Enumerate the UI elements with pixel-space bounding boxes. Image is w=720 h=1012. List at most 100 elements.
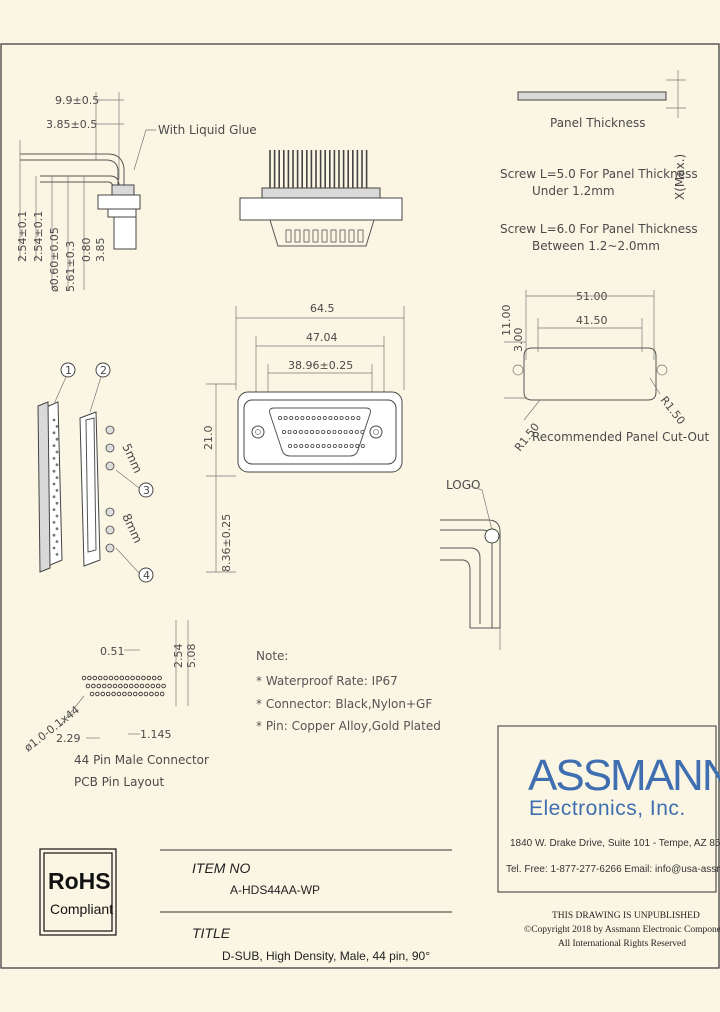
front-pin <box>298 429 303 434</box>
screw <box>105 525 115 535</box>
company-block: ASSMANN Electronics, Inc. 1840 W. Drake … <box>497 725 720 949</box>
notes-heading: Note: <box>256 649 288 663</box>
front-pin <box>311 415 316 420</box>
dim-0-60: ø0.60±0.05 <box>48 227 61 292</box>
contact-slot <box>321 229 328 243</box>
screw <box>105 443 115 453</box>
pin-dot <box>55 527 59 531</box>
pcb-hole <box>149 691 154 697</box>
contact-slot <box>339 229 346 243</box>
callout-2: 2 <box>100 364 107 377</box>
front-pin <box>349 443 354 448</box>
pcb-hole <box>97 675 103 681</box>
pcb-hole <box>127 691 133 697</box>
front-pin <box>338 443 343 448</box>
pcb-hole <box>118 683 123 689</box>
pcb-hole <box>95 691 100 697</box>
pin-dot <box>52 495 56 499</box>
front-pin <box>287 429 292 434</box>
top-view <box>239 150 403 247</box>
front-pin <box>328 415 333 420</box>
pcb-hole <box>132 691 138 697</box>
screw <box>105 507 115 517</box>
company-name: ASSMANN <box>528 751 720 800</box>
contact-slot <box>303 229 310 243</box>
pcb-hole <box>100 691 106 697</box>
front-pin <box>360 429 365 434</box>
front-pin <box>315 429 320 434</box>
pcb-hole <box>122 691 127 697</box>
front-pin <box>337 429 342 434</box>
pcb-hole <box>159 691 165 697</box>
dim-0-51: 0.51 <box>100 645 125 658</box>
front-pin <box>332 429 337 434</box>
front-pin <box>299 443 304 448</box>
front-view: 64.5 47.04 38.96±0.25 21.0 8.36±0.25 <box>202 302 405 573</box>
legal-line-3: All International Rights Reserved <box>558 939 686 949</box>
front-pin <box>304 429 309 434</box>
pcb-hole <box>161 683 166 689</box>
dim-5mm: 5mm <box>119 441 145 475</box>
glue-label: With Liquid Glue <box>158 123 257 137</box>
front-pin <box>349 429 354 434</box>
screw2-line1: Screw L=6.0 For Panel Thickness <box>500 222 698 236</box>
pcb-hole <box>134 683 139 689</box>
pcb-hole <box>143 691 149 697</box>
front-pin <box>332 443 337 448</box>
callout-1: 1 <box>65 364 72 377</box>
company-address: 1840 W. Drake Drive, Suite 101 - Tempe, … <box>510 838 720 849</box>
front-pin <box>327 443 332 448</box>
note-2: * Connector: Black,Nylon+GF <box>256 697 432 711</box>
callout-3: 3 <box>143 484 150 497</box>
front-pin <box>293 429 298 434</box>
front-pin <box>326 429 331 434</box>
screw1-line2: Under 1.2mm <box>532 184 615 198</box>
pin-dot <box>55 501 59 505</box>
pin-dot <box>52 469 56 473</box>
pin-dot <box>52 482 56 486</box>
notes: Note: * Waterproof Rate: IP67 * Connecto… <box>256 649 441 733</box>
dim-2-29: 2.29 <box>56 732 81 745</box>
contact-slot <box>357 229 364 243</box>
dim-3-00: 3.00 <box>512 328 525 353</box>
dim-1-145: 1.145 <box>140 728 172 741</box>
pcb-hole <box>91 683 96 689</box>
pin-dot <box>55 463 59 467</box>
pin-dot <box>55 553 59 556</box>
rohs-sub: Compliant <box>50 901 113 917</box>
pcb-hole <box>107 683 112 689</box>
pcb-hole <box>85 683 91 689</box>
pcb-hole <box>146 675 152 681</box>
pcb-hole <box>135 675 141 681</box>
contact-slot <box>330 229 337 243</box>
exploded-view: 1 2 3 4 5mm 8mm <box>37 362 154 583</box>
front-pin <box>294 415 299 420</box>
pcb-hole <box>119 675 125 681</box>
contact-slot <box>294 229 301 243</box>
pcb-hole <box>141 675 146 681</box>
dim-2-54-pcb: 2.54 <box>172 644 185 669</box>
front-pin <box>317 415 322 420</box>
pcb-hole <box>150 683 156 689</box>
contact-slot <box>285 229 292 243</box>
screw <box>105 461 115 471</box>
note-1: * Waterproof Rate: IP67 <box>256 674 398 688</box>
front-pin <box>333 415 338 420</box>
front-pin <box>309 429 314 434</box>
screw <box>105 543 115 553</box>
rohs-title: RoHS <box>48 868 111 894</box>
pin-dot <box>52 418 56 422</box>
dim-11-00: 11.00 <box>500 305 513 337</box>
logo-detail: LOGO <box>440 478 501 650</box>
pin-dot <box>55 425 59 428</box>
front-pin <box>345 415 350 420</box>
dim-64-5: 64.5 <box>310 302 335 315</box>
front-pin <box>321 443 326 448</box>
pcb-hole <box>112 683 118 689</box>
front-pin <box>343 429 348 434</box>
panel-thickness-label: Panel Thickness <box>550 116 646 130</box>
pcb-layout: 0.51 2.54 5.08 ø1.0-0.1x44 2.29 1.145 44… <box>22 620 209 789</box>
company-contact: Tel. Free: 1-877-277-6266 Email: info@us… <box>506 864 720 875</box>
pin-dot <box>55 489 59 492</box>
